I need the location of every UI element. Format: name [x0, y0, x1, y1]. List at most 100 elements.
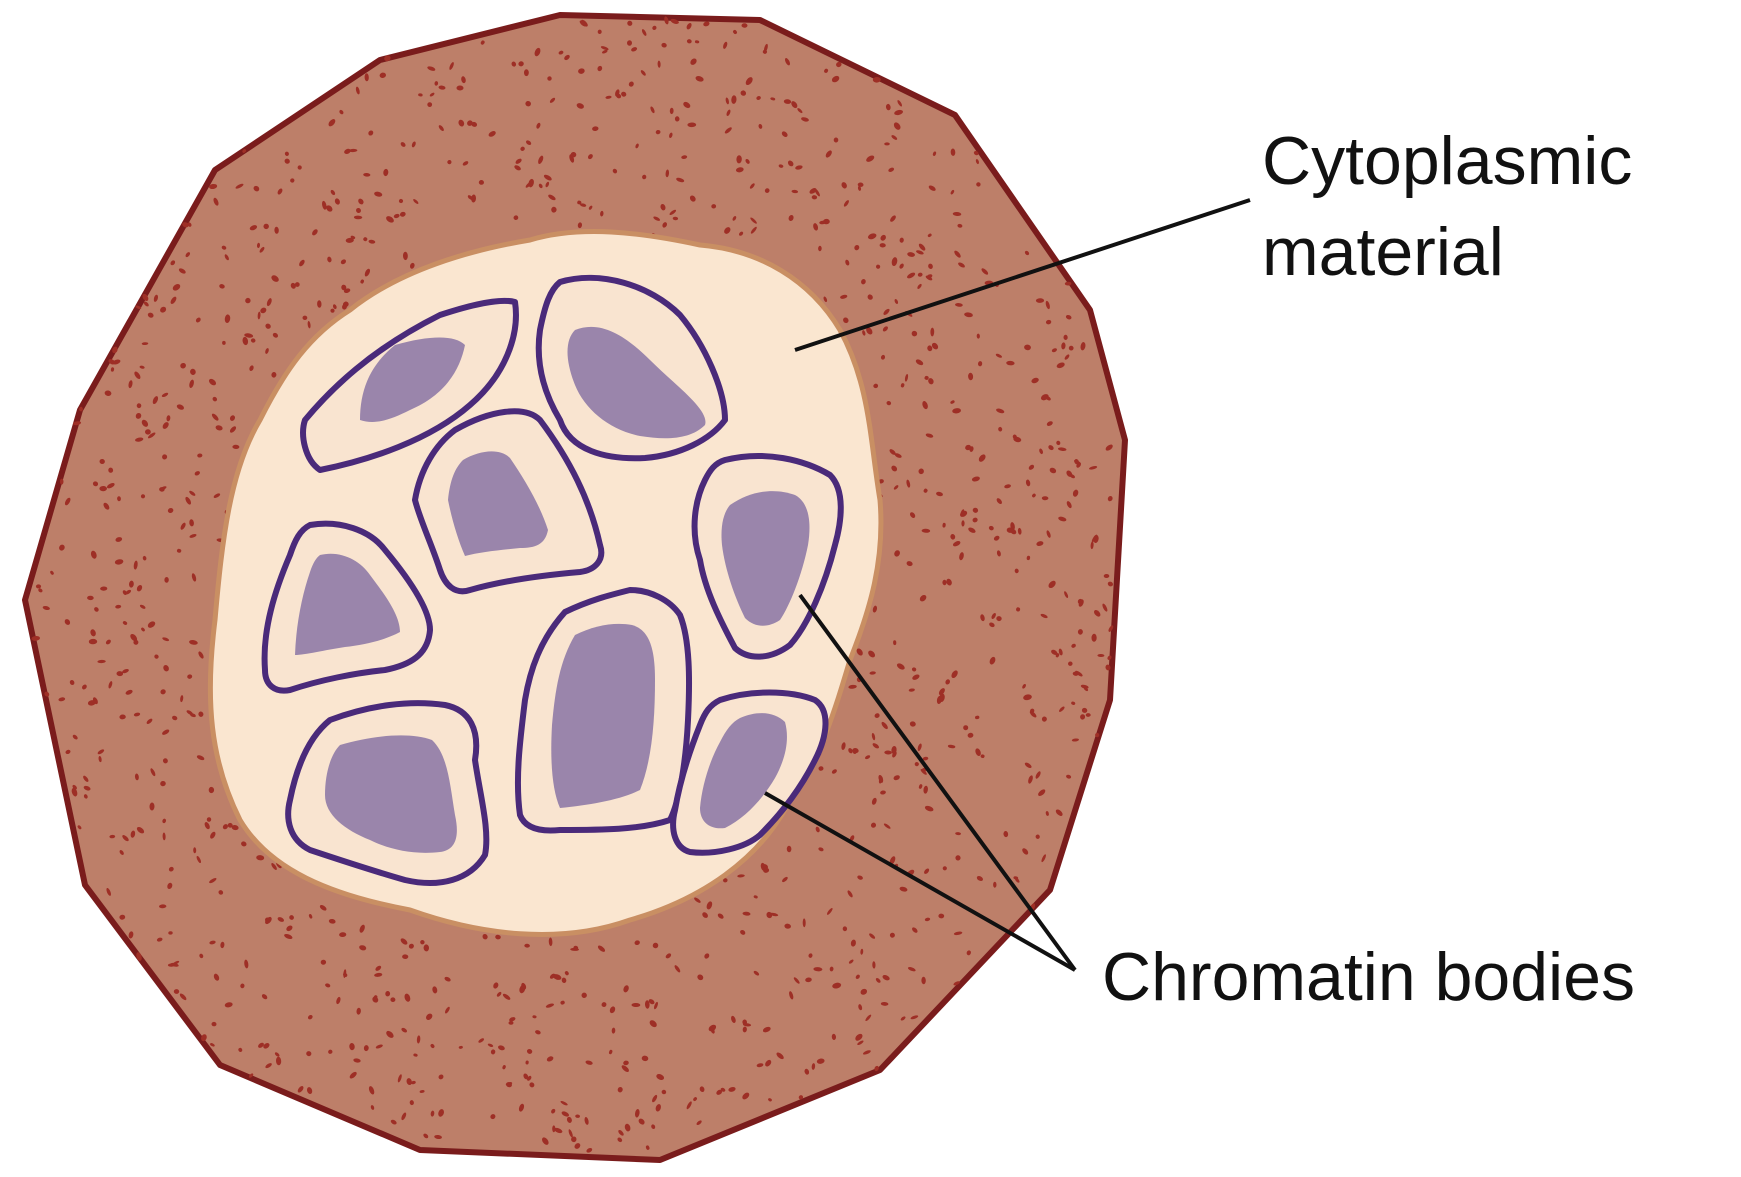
- granule: [600, 46, 609, 51]
- granule: [160, 306, 167, 313]
- granule: [106, 887, 111, 896]
- granule: [872, 605, 878, 613]
- granule: [146, 718, 153, 724]
- granule: [229, 415, 236, 421]
- granule: [265, 348, 269, 354]
- granule: [163, 665, 169, 672]
- granule: [878, 479, 884, 484]
- granule: [954, 250, 961, 258]
- granule: [1083, 687, 1089, 692]
- granule: [546, 1056, 554, 1062]
- granule: [855, 1033, 863, 1041]
- granule: [193, 847, 197, 854]
- chromatin-body: [412, 408, 605, 595]
- granule: [947, 744, 956, 749]
- granule: [612, 168, 618, 174]
- granule: [585, 1060, 593, 1065]
- granule: [461, 76, 466, 84]
- granule: [1057, 447, 1067, 451]
- granule: [136, 585, 143, 592]
- granule: [136, 952, 142, 961]
- granule: [119, 850, 124, 855]
- granule: [99, 458, 105, 465]
- granule: [393, 213, 400, 219]
- granule: [375, 1044, 383, 1049]
- granule: [1045, 811, 1049, 816]
- granule: [824, 68, 829, 73]
- granule: [289, 915, 294, 920]
- granule: [77, 825, 82, 830]
- granule: [1017, 527, 1022, 535]
- granule: [458, 1045, 463, 1049]
- chromatin-bodies: [261, 274, 844, 886]
- granule: [196, 855, 202, 864]
- granule: [1070, 474, 1075, 479]
- granule: [222, 824, 228, 830]
- granule: [297, 165, 302, 170]
- granule: [515, 158, 522, 164]
- granule: [869, 671, 876, 675]
- granule: [1063, 334, 1068, 340]
- chromatin-leader-line-upper: [798, 593, 1077, 972]
- granule: [1024, 344, 1031, 351]
- granule: [1014, 877, 1020, 883]
- granule: [430, 1043, 435, 1049]
- granule: [732, 216, 737, 221]
- granule: [211, 1021, 217, 1027]
- granule: [711, 204, 717, 209]
- granule: [861, 279, 866, 285]
- granule: [299, 259, 305, 267]
- granule: [1045, 319, 1052, 325]
- granule: [889, 449, 896, 455]
- granule: [866, 155, 875, 162]
- granule: [1058, 648, 1063, 656]
- granule: [372, 996, 379, 1003]
- granule: [753, 970, 760, 976]
- granule: [518, 1103, 525, 1112]
- granule: [804, 1068, 810, 1075]
- granule: [1056, 362, 1065, 369]
- granule: [900, 383, 905, 388]
- granule: [1071, 701, 1076, 705]
- granule: [906, 561, 913, 567]
- granule: [996, 550, 1001, 557]
- granule: [526, 140, 532, 145]
- granule: [525, 100, 531, 107]
- granule: [1075, 670, 1083, 677]
- granule: [242, 149, 247, 153]
- granule: [942, 866, 947, 871]
- granule: [190, 368, 196, 375]
- granule: [271, 372, 277, 378]
- granule: [631, 1002, 641, 1008]
- granule: [1066, 774, 1072, 779]
- granule: [1036, 541, 1044, 547]
- granule: [731, 1015, 736, 1023]
- granule: [615, 93, 622, 99]
- granule: [490, 1114, 496, 1120]
- granule: [542, 1137, 549, 1145]
- granule: [891, 257, 898, 267]
- granule: [650, 106, 655, 114]
- granule: [509, 1017, 516, 1022]
- granule: [811, 195, 818, 200]
- granule: [353, 1058, 361, 1063]
- granule: [725, 97, 729, 105]
- granule: [880, 790, 886, 795]
- granule: [694, 897, 701, 903]
- granule: [924, 375, 929, 380]
- granule: [286, 925, 293, 932]
- granule: [128, 380, 133, 389]
- granule: [308, 914, 313, 919]
- granule: [128, 580, 134, 588]
- granule: [651, 1124, 656, 1130]
- granule: [332, 304, 337, 310]
- granule: [161, 392, 169, 398]
- granule: [551, 1108, 556, 1114]
- cytoplasmic-material-label-line1: Cytoplasmic: [1262, 123, 1632, 199]
- granule: [690, 58, 697, 65]
- granule: [697, 974, 704, 981]
- granule: [634, 940, 640, 946]
- granule: [133, 712, 141, 717]
- granule: [168, 866, 174, 872]
- granule: [135, 412, 142, 419]
